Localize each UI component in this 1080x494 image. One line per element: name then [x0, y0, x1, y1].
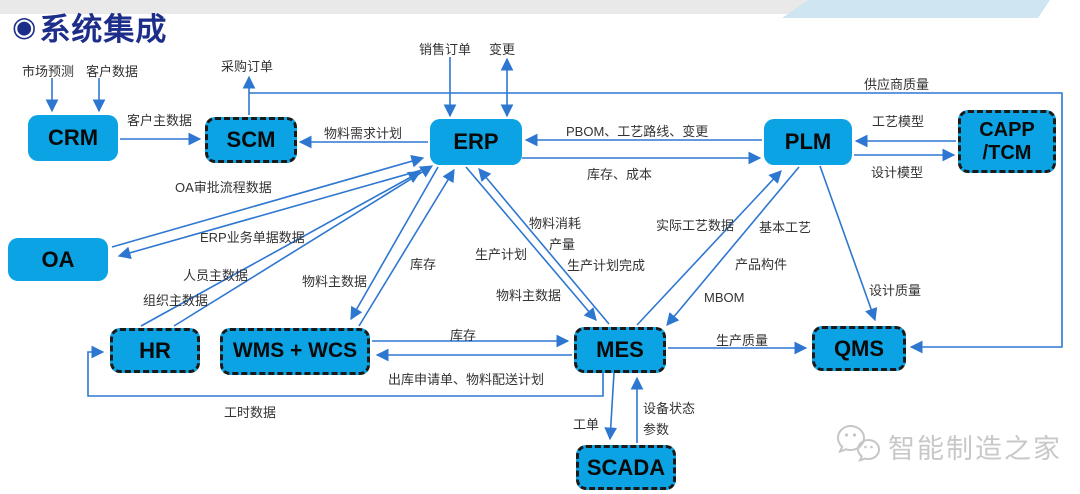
edge-label-material-master-wms: 物料主数据: [302, 274, 368, 289]
edge-label-change: 变更: [489, 42, 516, 57]
node-crm-label: CRM: [47, 125, 99, 151]
node-qms-label: QMS: [833, 335, 885, 361]
bullseye-icon: ◉: [12, 10, 38, 42]
edge-label-erp-docs: ERP业务单据数据: [200, 230, 305, 245]
node-oa-label: OA: [41, 246, 75, 272]
edge-label-material-req-plan: 物料需求计划: [324, 126, 403, 141]
top-band-blue: [782, 0, 1050, 18]
node-capp-label-line2: /TCM: [982, 141, 1032, 164]
node-scada: SCADA: [576, 445, 676, 490]
edge-label-inventory-cost: 库存、成本: [587, 167, 653, 182]
edge-label-process-model: 工艺模型: [872, 114, 925, 129]
edge-label-plan-completion: 生产计划完成: [567, 258, 646, 273]
edge-label-material-consumption: 物料消耗: [529, 216, 582, 231]
top-band-gray: [0, 0, 905, 14]
edge-label-design-quality: 设计质量: [869, 283, 922, 298]
edge-label-pbom-route-change: PBOM、工艺路线、变更: [566, 124, 709, 139]
watermark: 智能制造之家: [836, 424, 1062, 468]
edge-label-working-hours: 工时数据: [224, 405, 277, 420]
watermark-text: 智能制造之家: [888, 433, 1062, 464]
edge-label-supplier-quality: 供应商质量: [864, 77, 930, 92]
node-wms-label: WMS + WCS: [232, 339, 358, 363]
edge-label-outbound-delivery: 出库申请单、物料配送计划: [388, 372, 545, 387]
node-mes: MES: [574, 327, 666, 373]
edge-label-oa-approval: OA审批流程数据: [175, 180, 272, 195]
page-title: ◉ 系统集成: [12, 4, 167, 49]
edge-label-inventory-to-erp: 库存: [410, 257, 437, 272]
node-hr-label: HR: [139, 337, 171, 363]
edge-label-device-status: 设备状态: [643, 401, 696, 416]
edge-label-personnel-master: 人员主数据: [183, 268, 249, 283]
node-plm-label: PLM: [784, 129, 832, 155]
edge-label-work-order: 工单: [573, 417, 600, 432]
node-hr: HR: [110, 328, 200, 373]
wechat-bubbles-icon: [836, 424, 881, 463]
edge-label-basic-process: 基本工艺: [759, 220, 812, 235]
edge-label-customer-master: 客户主数据: [127, 113, 193, 128]
node-mes-label: MES: [596, 337, 644, 363]
edge-label-actual-process: 实际工艺数据: [656, 218, 735, 233]
edge-label-design-model: 设计模型: [871, 165, 924, 180]
node-oa: OA: [8, 238, 108, 281]
edge-label-market-forecast: 市场预测: [22, 64, 75, 79]
node-crm: CRM: [28, 115, 118, 161]
node-erp: ERP: [430, 119, 522, 165]
node-plm: PLM: [764, 119, 852, 165]
edge-label-org-master: 组织主数据: [143, 293, 209, 308]
node-scm: SCM: [205, 117, 297, 163]
edge-label-parameters: 参数: [643, 422, 670, 437]
node-wms-wcs: WMS + WCS: [220, 328, 370, 375]
edge-label-mbom: MBOM: [704, 290, 745, 305]
edge-label-material-master-mes: 物料主数据: [496, 288, 562, 303]
node-erp-label: ERP: [453, 129, 499, 155]
edge-label-sales-order: 销售订单: [419, 42, 472, 57]
node-capp-label-line1: CAPP: [979, 118, 1035, 141]
edge-label-inventory-to-mes: 库存: [450, 328, 477, 343]
edge-label-output: 产量: [549, 237, 576, 252]
node-scm-label: SCM: [226, 127, 276, 153]
node-capp-tcm: CAPP /TCM: [958, 110, 1056, 173]
edge-label-product-component: 产品构件: [735, 257, 788, 272]
page-title-text: 系统集成: [39, 12, 168, 47]
node-scada-label: SCADA: [586, 454, 666, 480]
node-qms: QMS: [812, 326, 906, 371]
edge-label-purchase-order: 采购订单: [221, 59, 274, 74]
edge-label-production-plan: 生产计划: [475, 247, 528, 262]
edge-label-customer-data: 客户数据: [86, 64, 139, 79]
edge-label-production-quality: 生产质量: [716, 333, 769, 348]
